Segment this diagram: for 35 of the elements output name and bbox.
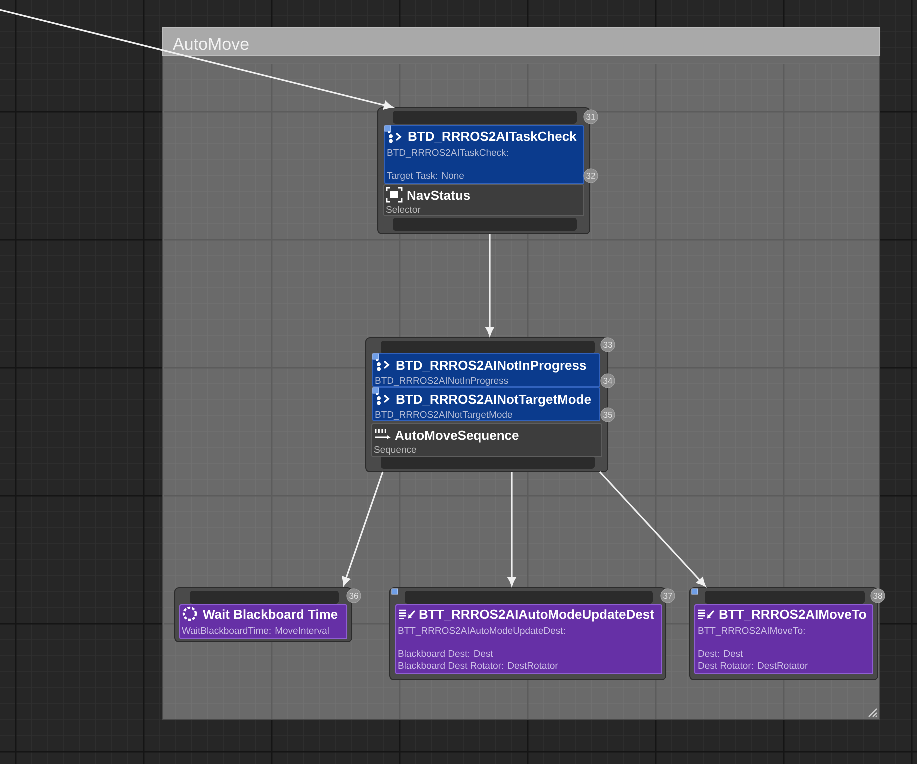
index-badge: 38: [870, 588, 886, 604]
index-badge: 32: [584, 168, 598, 184]
node-description: Target Task: None: [387, 172, 464, 181]
node-description: Selector: [386, 206, 421, 214]
comment-title: AutoMove: [173, 38, 249, 50]
node-description: Blackboard Dest: Dest: [398, 650, 494, 658]
node-title: NavStatus: [408, 190, 470, 200]
node-description: BTD_RRROS2AINotInProgress: [376, 377, 508, 386]
arrow: [0, 9, 394, 110]
index-badge: 37: [660, 588, 676, 604]
index-badge: 34: [600, 374, 616, 388]
node-description: Blackboard Dest Rotator: DestRotator: [398, 662, 558, 670]
index-badge: 31: [584, 110, 598, 124]
node-description: BTD_RRROS2AINotTargetMode: [376, 411, 512, 420]
index-badge: 33: [600, 338, 616, 352]
index-badge: 35: [600, 408, 616, 422]
node-description: BTT_RRROS2AIMoveTo:: [698, 627, 805, 636]
index-badge: 36: [346, 588, 362, 604]
node-title: BTD_RRROS2AINotTargetMode: [396, 394, 592, 407]
node-title: BTT_RRROS2AIAutoModeUpdateDest: [420, 610, 654, 622]
arrow: [599, 471, 706, 587]
node-title: AutoMoveSequence: [395, 430, 519, 443]
node-description: Dest: Dest: [698, 650, 744, 658]
node-description: BTT_RRROS2AIAutoModeUpdateDest:: [398, 627, 566, 636]
node-title: BTD_RRROS2AINotInProgress: [396, 360, 586, 373]
arrow: [486, 234, 494, 336]
arrow: [508, 472, 516, 586]
node-title: BTT_RRROS2AIMoveTo: [720, 610, 866, 621]
node-description: Dest Rotator: DestRotator: [698, 662, 808, 670]
node-description: WaitBlackboardTime: MoveInterval: [182, 627, 329, 634]
node-title: BTD_RRROS2AITaskCheck: [408, 132, 577, 143]
node-description: Sequence: [374, 446, 416, 455]
arrow: [342, 472, 384, 586]
node-title: Wait Blackboard Time: [203, 610, 338, 620]
node-description: BTD_RRROS2AITaskCheck:: [388, 149, 508, 158]
